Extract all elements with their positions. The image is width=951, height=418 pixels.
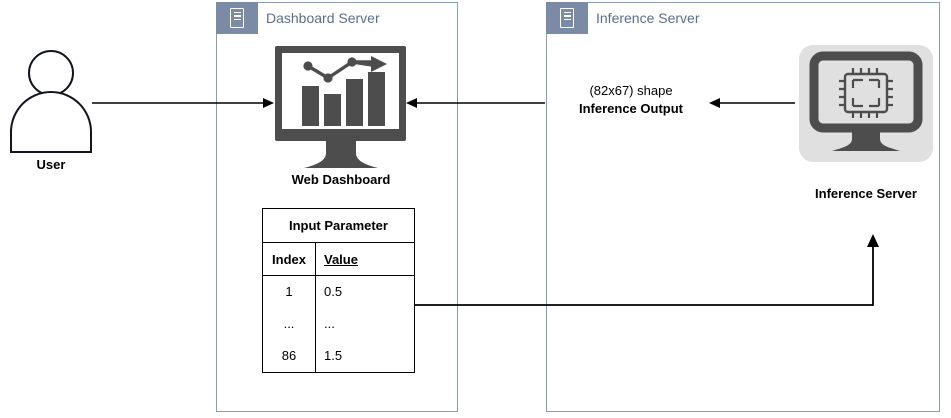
table-index-column: 1 ... 86 [262,275,316,373]
inference-output-shape-text: (82x67) shape [589,83,673,98]
table-row: ... [324,316,335,331]
user-head-shape [28,50,74,96]
container-inference-server-title: Inference Server [596,10,700,26]
container-dashboard-server-tab [216,2,258,34]
table-row: 1 [285,284,293,299]
user-actor-icon[interactable] [10,50,92,153]
table-body-row: 1 ... 86 0.5 ... 1.5 [262,275,415,373]
column-header-index: Index [262,242,316,276]
web-dashboard-label: Web Dashboard [291,172,391,187]
container-inference-server[interactable] [546,2,940,412]
server-rack-icon [230,8,244,28]
input-parameter-table[interactable]: Input Parameter Index Value 1 ... 86 0.5… [262,208,415,373]
inference-output-edge-label: (82x67) shape Inference Output [556,82,706,118]
server-rack-icon [560,8,574,28]
column-header-value: Value [315,242,415,276]
table-title-row: Input Parameter [262,208,415,243]
container-inference-server-tab [546,2,588,34]
table-row: 0.5 [324,284,343,299]
user-label: User [36,157,66,172]
inference-output-title-text: Inference Output [578,101,683,116]
table-value-column: 0.5 ... 1.5 [315,275,415,373]
inference-server-node-label: Inference Server [815,186,917,201]
container-dashboard-server-title: Dashboard Server [266,10,380,26]
table-title-cell: Input Parameter [262,208,415,243]
user-body-shape [10,91,92,153]
user-base-line [10,151,92,153]
table-row: 86 [281,348,297,363]
column-header-value-text: Value [324,251,358,267]
table-row: 1.5 [324,348,343,363]
table-header-row: Index Value [262,242,415,276]
table-row: ... [283,316,295,331]
